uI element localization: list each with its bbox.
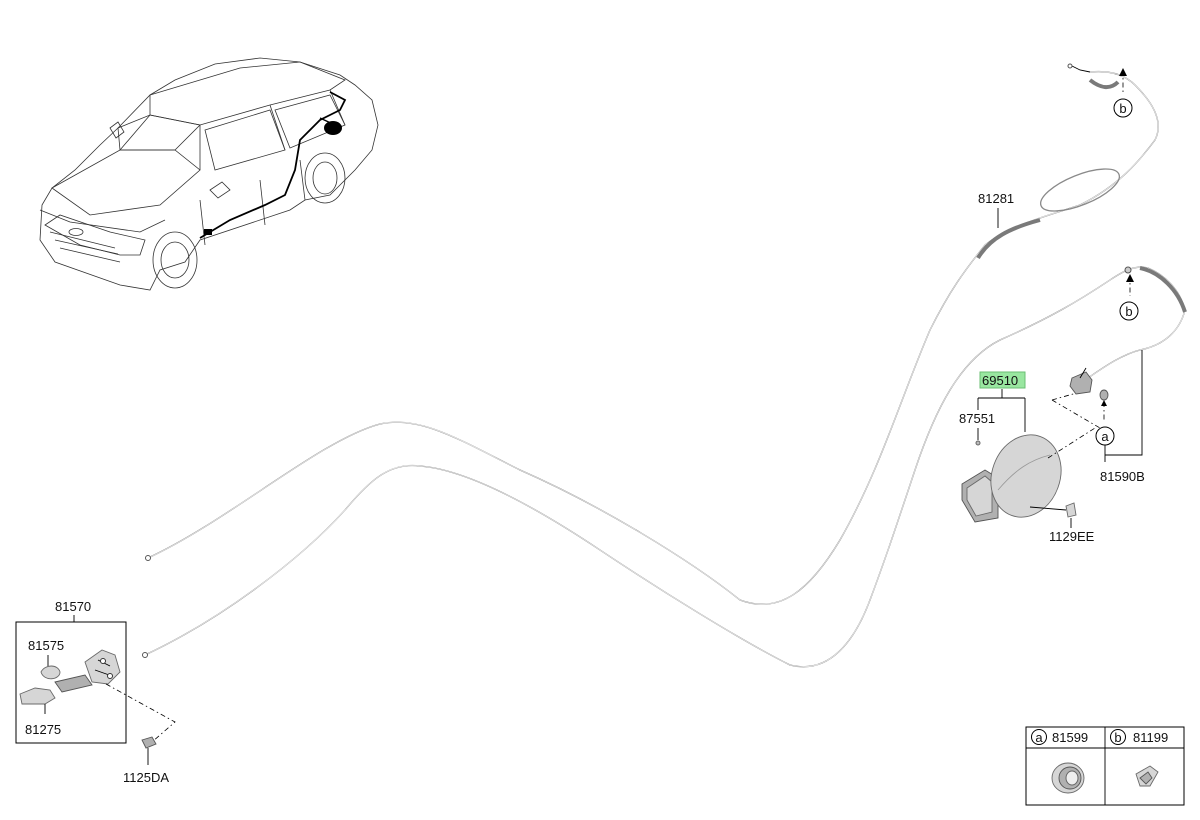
clip-part-image bbox=[1135, 765, 1159, 787]
label-81281: 81281 bbox=[978, 191, 1014, 228]
callout-letter: a bbox=[1101, 429, 1109, 444]
part-number-highlighted[interactable]: 69510 bbox=[982, 373, 1018, 388]
legend-part-b: 81199 bbox=[1133, 730, 1168, 745]
opener-cable-upper bbox=[145, 63, 1159, 605]
lever-assembly-frame bbox=[15, 621, 127, 744]
callout-b-top: b bbox=[1113, 68, 1133, 118]
grommet-part-image bbox=[1051, 762, 1085, 794]
legend-part-a: 81599 bbox=[1052, 730, 1088, 745]
legend-letter-b: b bbox=[1114, 730, 1121, 745]
fuel-filler-door-assembly: 69510 87551 a 81590B 1129EE bbox=[959, 350, 1145, 544]
callout-letter: b bbox=[1125, 304, 1132, 319]
callout-b-mid: b bbox=[1119, 274, 1139, 321]
legend-letter-a: a bbox=[1035, 730, 1043, 745]
part-number: 81275 bbox=[25, 722, 61, 737]
part-number: 81590B bbox=[1100, 469, 1145, 484]
part-number: 81281 bbox=[978, 191, 1014, 206]
callout-letter: b bbox=[1119, 101, 1126, 116]
clip-legend-table: a 81599 b 81199 bbox=[1025, 726, 1185, 806]
part-number: 81570 bbox=[55, 599, 91, 614]
highlight-69510 bbox=[979, 371, 1026, 389]
part-number: 1129EE bbox=[1049, 529, 1095, 544]
release-lever-assembly: 81570 81575 81275 1125DA bbox=[15, 599, 176, 785]
part-number: 1125DA bbox=[123, 770, 169, 785]
part-number: 87551 bbox=[959, 411, 995, 426]
part-number: 81575 bbox=[28, 638, 64, 653]
opener-cable-lower bbox=[142, 266, 1187, 668]
vehicle-illustration bbox=[39, 57, 379, 291]
